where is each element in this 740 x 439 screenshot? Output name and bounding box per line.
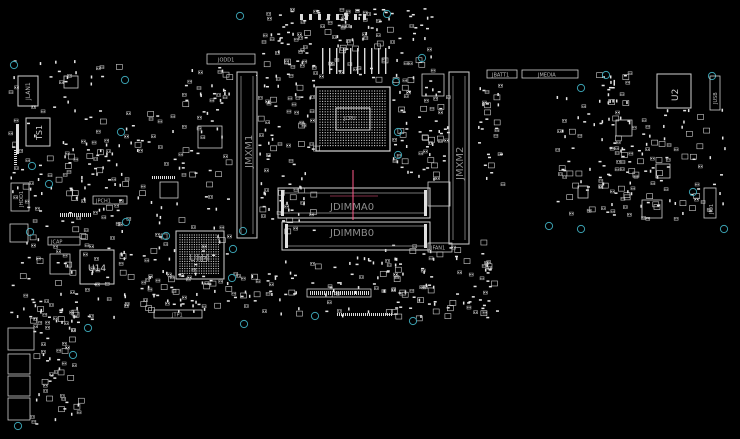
jkb-label: JKB (331, 292, 341, 298)
connector-jtp1[interactable]: JTP1 (153, 309, 203, 319)
jpch1-label: JPCH1 (95, 199, 111, 205)
jcap-label: JCAP (50, 240, 62, 246)
connector-jbatt1[interactable]: JBATT1 (486, 69, 518, 79)
misc-outlines (7, 73, 671, 421)
jodd1-label: JODD1 (217, 58, 234, 64)
connector-jmedia[interactable]: JMEDIA (521, 69, 579, 79)
passive-components-layer (8, 7, 726, 425)
u2-label: U2 (671, 89, 681, 101)
connector-jfan1[interactable]: JFAN1 (427, 242, 453, 253)
jhdd1-label: JHDD1 (19, 191, 25, 208)
ts1-label: TS1 (35, 125, 44, 141)
jmedia-label: JMEDIA (537, 73, 556, 79)
dimm-slot-a0[interactable]: JDIMMA0 (277, 187, 431, 219)
chip-u2[interactable]: U2 (656, 73, 692, 109)
uh4-label: UH4 (189, 253, 210, 264)
component-ts1[interactable]: TS1 (25, 117, 51, 147)
pch-ball-grid (179, 234, 219, 274)
dimm-b0-label: JDIMMB0 (329, 228, 374, 239)
u14-label: U14 (88, 264, 106, 274)
cpu-socket-label: JCPU (343, 116, 356, 122)
chip-u14[interactable]: U14 (79, 249, 115, 285)
cpu-socket[interactable]: JCPU (315, 86, 391, 152)
dimm-a0-label: JDIMMA0 (329, 202, 374, 213)
connector-jkb[interactable]: JKB (306, 288, 372, 298)
pch-chip-uh4[interactable]: UH4 (175, 230, 225, 280)
vias-layer (9, 9, 729, 431)
connector-jcap[interactable]: JCAP (47, 236, 81, 246)
jusb-label: JUSB (713, 92, 719, 105)
jio1-label: JIO1 (709, 204, 715, 215)
mxm2-label: JMXM2 (455, 147, 466, 181)
jlan1-label: JLAN1 (25, 82, 32, 101)
connector-jodd1[interactable]: JODD1 (206, 53, 256, 65)
jtp1-label: JTP1 (171, 313, 183, 319)
jbatt1-label: JBATT1 (491, 73, 509, 79)
connector-jlan1[interactable]: JLAN1 (17, 75, 39, 107)
connector-jio1[interactable]: JIO1 (703, 187, 717, 219)
connector-jusb[interactable]: JUSB (709, 75, 721, 111)
mxm-slot-1[interactable]: JMXM1 (236, 71, 258, 239)
mxm1-label: JMXM1 (244, 135, 255, 169)
connector-jhdd1[interactable]: JHDD1 (10, 182, 30, 212)
mxm-slot-2[interactable]: JMXM2 (448, 71, 470, 245)
connector-jpch1[interactable]: JPCH1 (92, 195, 128, 205)
jfan1-label: JFAN1 (430, 246, 445, 252)
dimm-slot-b0[interactable]: JDIMMB0 (281, 221, 431, 251)
